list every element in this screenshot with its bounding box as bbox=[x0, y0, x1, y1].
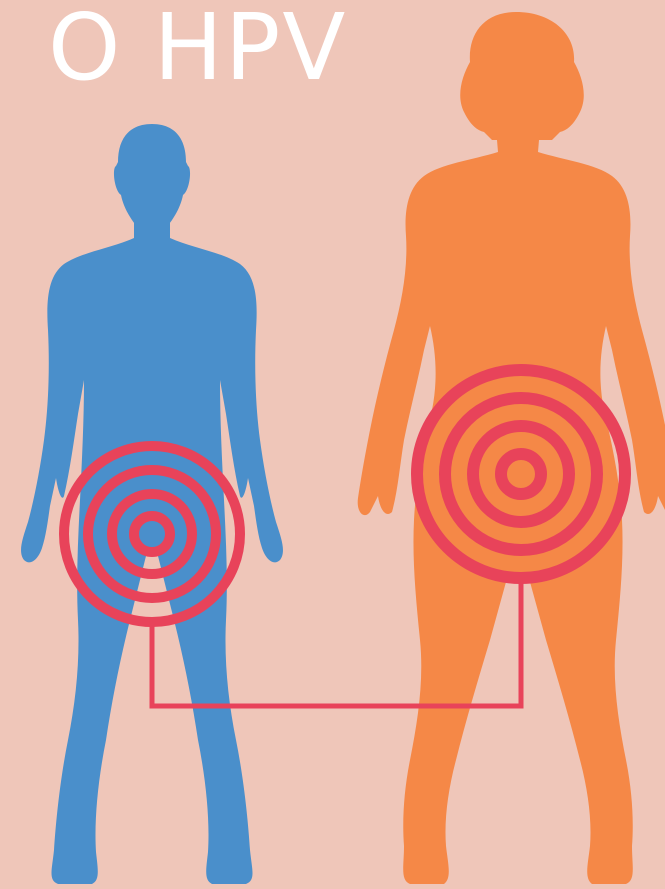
male-silhouette-icon bbox=[21, 124, 283, 884]
